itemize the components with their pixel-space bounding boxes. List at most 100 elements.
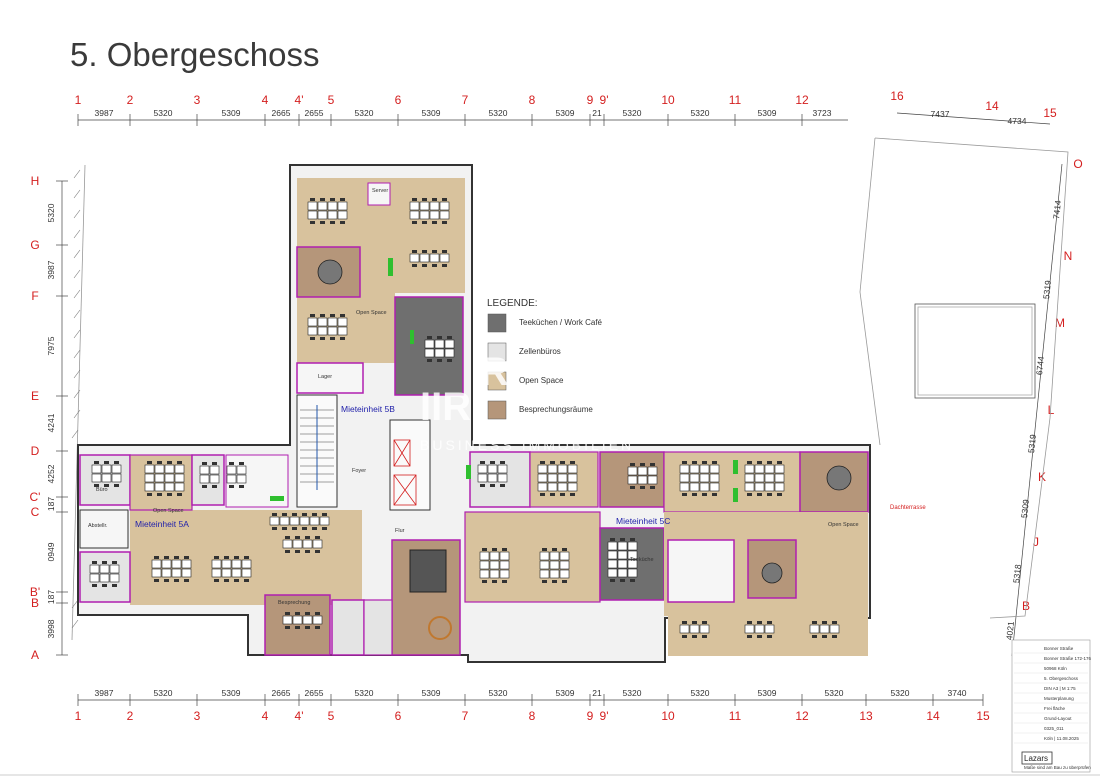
- desk-cluster: [744, 461, 785, 496]
- dimension-top: 5320: [355, 108, 374, 118]
- page-title: 5. Obergeschoss: [70, 36, 320, 73]
- axis-label-bottom: 5: [328, 709, 335, 723]
- axis-label-bottom: 12: [795, 709, 809, 723]
- elevators: [393, 439, 417, 506]
- hatched-wall: [71, 169, 81, 629]
- dimension-top: 3723: [813, 108, 832, 118]
- axis-label-bottom: 4': [295, 709, 304, 723]
- zone-cell-foyer: [363, 599, 393, 656]
- axis-label-top: 3: [194, 93, 201, 107]
- zone-meeting-5c-mid: [747, 539, 797, 599]
- room-lager: Lager: [318, 374, 332, 380]
- title-block-line: Köln | 11.08.2025: [1044, 736, 1079, 741]
- zone-server: [367, 182, 391, 206]
- dimension-bottom: 2665: [272, 688, 291, 698]
- dimension-top: 5309: [222, 108, 241, 118]
- dimension-bottom: 21: [592, 688, 602, 698]
- axis-label-top: 4': [295, 93, 304, 107]
- desk-cluster: [282, 612, 323, 629]
- dimension-right: 5318: [1011, 563, 1023, 583]
- dimension-right: 5319: [1026, 433, 1038, 453]
- legend-swatch: [487, 400, 507, 420]
- dimension-left: 3987: [46, 260, 56, 279]
- axis-label-right: M: [1055, 316, 1065, 330]
- axis-label-topright: 16: [890, 89, 904, 103]
- title-block-line: Frei fläche: [1044, 706, 1066, 711]
- axis-label-bottom: 4: [262, 709, 269, 723]
- desk-cluster: [479, 548, 510, 583]
- dimension-left: 3998: [46, 619, 56, 638]
- axis-label-bottom: 6: [395, 709, 402, 723]
- dimension-top: 5320: [691, 108, 710, 118]
- axis-label-left: E: [31, 389, 39, 403]
- title-block-line: Bonner Straße 172-176: [1044, 656, 1092, 661]
- dimension-bottom: 5309: [422, 688, 441, 698]
- axis-label-top: 6: [395, 93, 402, 107]
- desk-cluster: [424, 336, 455, 362]
- dimension-top: 21: [592, 108, 602, 118]
- axis-label-right: N: [1064, 249, 1073, 263]
- unit-label-5b: Mieteinheit 5B: [341, 404, 395, 414]
- title-block-line: 0325_011: [1044, 726, 1064, 731]
- desk-cluster: [744, 621, 775, 638]
- axis-label-left: F: [31, 289, 38, 303]
- axis-label-left: D: [31, 444, 40, 458]
- axis-label-bottom: 9: [587, 709, 594, 723]
- dimension-bottom: 5320: [891, 688, 910, 698]
- desk-cluster: [409, 250, 450, 267]
- dimension-bottom: 5320: [825, 688, 844, 698]
- title-block-line: Bonner Straße: [1044, 646, 1074, 651]
- room-server: Server: [372, 188, 388, 194]
- dimension-left: 187: [46, 590, 56, 604]
- axis-label-left: C: [31, 505, 40, 519]
- desk-cluster: [409, 198, 450, 224]
- axis-label-top: 9': [600, 93, 609, 107]
- dimension-bottom: 5320: [154, 688, 173, 698]
- axis-label-left: C': [30, 490, 41, 504]
- zone-wc-5c: [667, 539, 735, 603]
- dimension-bottom: 3740: [948, 688, 967, 698]
- axis-label-top: 12: [795, 93, 809, 107]
- axis-label-topright: 14: [985, 99, 999, 113]
- room-open-space-5c: Open Space: [828, 522, 859, 528]
- desk-cluster: [211, 556, 252, 582]
- title-block-line: 5. Obergeschoss: [1044, 676, 1079, 681]
- conference-table: [409, 549, 447, 593]
- dimension-top: 5309: [422, 108, 441, 118]
- desk-cluster: [627, 463, 658, 489]
- desk-cluster: [537, 461, 578, 496]
- dimension-bottom: 3987: [95, 688, 114, 698]
- legend-swatch: [487, 313, 507, 333]
- unit-label-5a: Mieteinheit 5A: [135, 519, 189, 529]
- axis-label-top: 1: [75, 93, 82, 107]
- dimension-bottom: 5309: [222, 688, 241, 698]
- desk-cluster: [809, 621, 840, 638]
- dimension-left: 4241: [46, 413, 56, 432]
- dimension-bottom: 5309: [758, 688, 777, 698]
- dimension-top: 2655: [305, 108, 324, 118]
- zone-cell-5a-4: [331, 599, 365, 656]
- axis-label-bottom: 3: [194, 709, 201, 723]
- dimension-topright: 7437: [931, 109, 950, 119]
- zones: [79, 178, 869, 656]
- legend-item-label: Zellenbüros: [519, 347, 561, 356]
- desk-cluster: [679, 461, 720, 496]
- axis-label-right: O: [1073, 157, 1082, 171]
- desk-cluster: [226, 462, 247, 488]
- dimension-left: 4252: [46, 464, 56, 483]
- axis-label-top: 2: [127, 93, 134, 107]
- room-flur: Flur: [395, 528, 405, 534]
- svg-text:R: R: [480, 350, 509, 394]
- title-block-line: Grund-Layout: [1044, 716, 1072, 721]
- dimension-bottom: 5320: [623, 688, 642, 698]
- title-block-line: Musterplanung: [1044, 696, 1074, 701]
- axis-label-bottom: 11: [729, 709, 742, 723]
- axis-label-bottom: 1: [75, 709, 82, 723]
- watermark: R IIR BUSINESS IMMOBILIEN: [420, 350, 631, 453]
- room-besprechung-5a: Besprechung: [278, 600, 310, 606]
- axis-label-top: 9: [587, 93, 594, 107]
- round-tables: [317, 259, 852, 640]
- dimension-right: 5319: [1041, 279, 1053, 299]
- axis-label-top: 10: [661, 93, 675, 107]
- desk-cluster: [282, 536, 323, 553]
